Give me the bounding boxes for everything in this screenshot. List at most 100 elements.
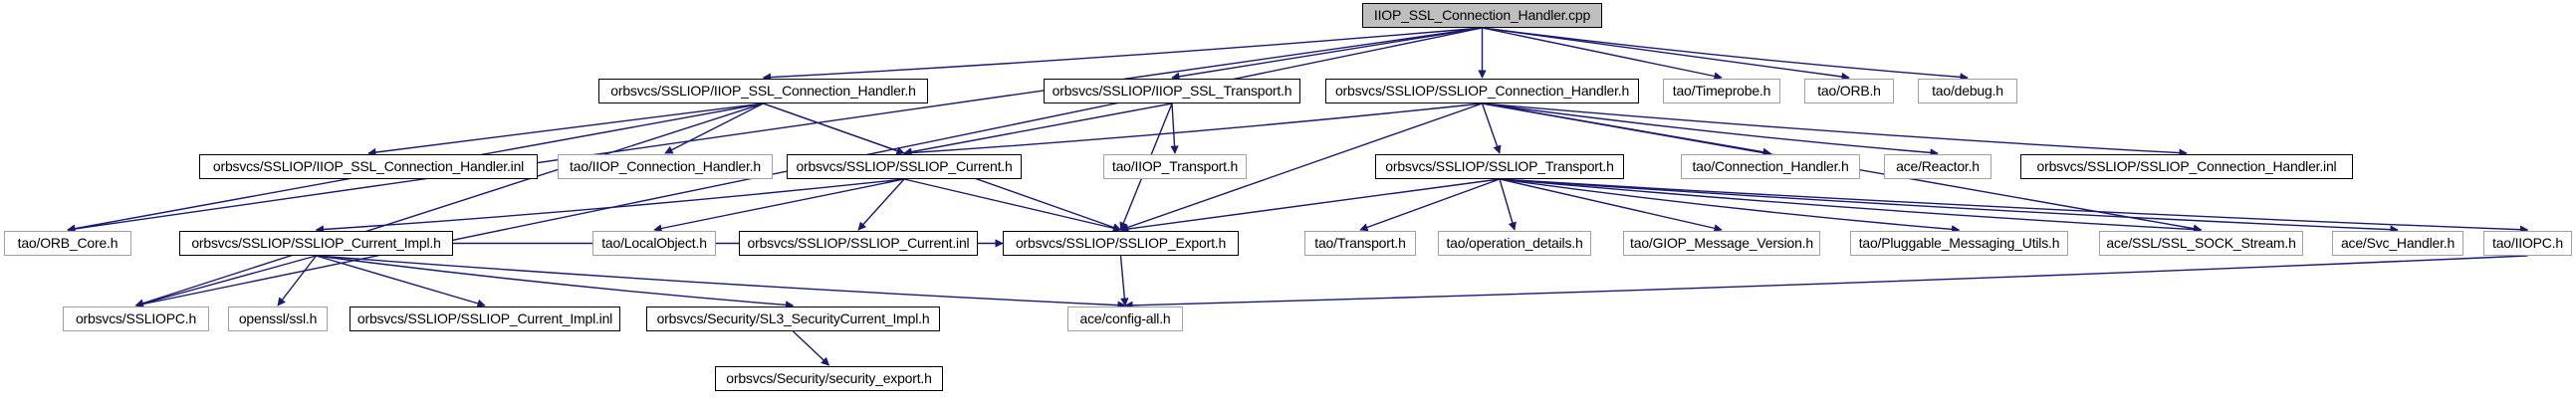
- graph-node-label: tao/LocalObject.h: [601, 235, 707, 251]
- graph-node[interactable]: tao/LocalObject.h: [592, 231, 716, 256]
- graph-node[interactable]: orbsvcs/SSLIOP/SSLIOP_Current.h: [787, 154, 1022, 179]
- graph-node[interactable]: orbsvcs/SSLIOP/SSLIOP_Current_Impl.h: [179, 231, 453, 256]
- graph-edge: [653, 178, 905, 233]
- graph-node-label: tao/operation_details.h: [1446, 235, 1583, 251]
- graph-edge: [316, 255, 795, 309]
- graph-node[interactable]: tao/Transport.h: [1304, 231, 1416, 256]
- graph-node-label: ace/config-all.h: [1079, 310, 1171, 326]
- graph-node[interactable]: orbsvcs/SSLIOP/SSLIOP_Current.inl: [739, 231, 978, 256]
- graph-edge: [1170, 102, 1179, 154]
- graph-node-label: tao/IIOP_Connection_Handler.h: [570, 158, 761, 174]
- graph-node[interactable]: tao/Pluggable_Messaging_Utils.h: [1850, 231, 2068, 256]
- graph-node[interactable]: openssl/ssl.h: [228, 307, 328, 331]
- graph-node-label: IIOP_SSL_Connection_Handler.cpp: [1373, 7, 1591, 23]
- graph-edge: [1482, 27, 1723, 81]
- graph-node[interactable]: orbsvcs/SSLIOP/IIOP_SSL_Connection_Handl…: [199, 154, 538, 179]
- graph-edge: [367, 102, 764, 157]
- graph-edge: [903, 178, 1122, 233]
- graph-node-label: orbsvcs/SSLIOP/SSLIOP_Current_Impl.inl: [356, 310, 613, 326]
- graph-edge: [762, 27, 1483, 82]
- graph-node-label: openssl/ssl.h: [238, 310, 318, 326]
- graph-edge: [277, 255, 318, 307]
- graph-node-label: orbsvcs/SSLIOP/SSLIOP_Export.h: [1015, 235, 1227, 251]
- graph-edge: [1482, 102, 2188, 157]
- graph-node-label: orbsvcs/SSLIOP/IIOP_SSL_Connection_Handl…: [610, 83, 916, 99]
- graph-edge: [1482, 102, 1939, 157]
- graph-edge: [67, 27, 1483, 234]
- graph-node-label: orbsvcs/SSLIOP/SSLIOP_Connection_Handler…: [1334, 83, 1630, 99]
- graph-edge: [1499, 178, 2529, 234]
- graph-edge: [1499, 178, 1961, 234]
- graph-edge: [1359, 178, 1501, 232]
- graph-edge: [903, 102, 1173, 156]
- graph-node[interactable]: orbsvcs/SSLIOPC.h: [63, 307, 209, 331]
- graph-node[interactable]: tao/ORB.h: [1804, 79, 1894, 103]
- graph-edge: [316, 255, 1126, 309]
- graph-edge: [1499, 178, 2203, 234]
- graph-edge: [315, 178, 905, 234]
- graph-edge: [1499, 178, 2399, 234]
- graph-node-label: ace/SSL/SSL_SOCK_Stream.h: [2106, 235, 2296, 251]
- graph-node-label: tao/Connection_Handler.h: [1692, 158, 1849, 174]
- graph-node-label: orbsvcs/SSLIOP/SSLIOP_Connection_Handler…: [2036, 158, 2337, 174]
- graph-node[interactable]: tao/Timeprobe.h: [1663, 79, 1780, 103]
- graph-edge: [1119, 178, 1501, 234]
- graph-node-label: tao/debug.h: [1932, 83, 2003, 99]
- graph-node[interactable]: orbsvcs/SSLIOP/SSLIOP_Transport.h: [1375, 154, 1624, 179]
- graph-node-label: tao/IIOPC.h: [2492, 235, 2563, 251]
- graph-node-label: tao/Pluggable_Messaging_Utils.h: [1858, 235, 2060, 251]
- graph-node[interactable]: tao/ORB_Core.h: [4, 231, 131, 256]
- graph-node[interactable]: tao/debug.h: [1918, 79, 2017, 103]
- graph-edge: [134, 102, 764, 307]
- graph-node[interactable]: orbsvcs/SSLIOP/IIOP_SSL_Transport.h: [1044, 79, 1300, 103]
- graph-edge: [1482, 27, 1969, 82]
- graph-node-label: orbsvcs/SSLIOP/SSLIOP_Transport.h: [1385, 158, 1614, 174]
- graph-node-label: orbsvcs/Security/SL3_SecurityCurrent_Imp…: [656, 310, 930, 326]
- graph-node-label: ace/Reactor.h: [1896, 158, 1980, 174]
- graph-node[interactable]: orbsvcs/Security/SL3_SecurityCurrent_Imp…: [646, 307, 940, 331]
- graph-node[interactable]: ace/Svc_Handler.h: [2332, 231, 2463, 256]
- graph-edge: [1499, 178, 1517, 231]
- graph-edge: [1481, 102, 1502, 154]
- graph-node[interactable]: tao/IIOP_Transport.h: [1103, 154, 1247, 179]
- graph-node-label: tao/GIOP_Message_Version.h: [1630, 235, 1813, 251]
- graph-node-label: ace/Svc_Handler.h: [2340, 235, 2456, 251]
- graph-node[interactable]: tao/Connection_Handler.h: [1681, 154, 1860, 179]
- graph-node-label: tao/ORB_Core.h: [17, 235, 118, 251]
- graph-node-label: orbsvcs/Security/security_export.h: [726, 370, 932, 386]
- graph-node[interactable]: orbsvcs/SSLIOP/IIOP_SSL_Connection_Handl…: [598, 79, 928, 103]
- graph-node-label: tao/Timeprobe.h: [1672, 83, 1771, 99]
- graph-edge: [763, 102, 905, 155]
- graph-edge: [1119, 255, 1129, 307]
- graph-node[interactable]: ace/SSL/SSL_SOCK_Stream.h: [2099, 231, 2303, 256]
- graph-node[interactable]: orbsvcs/Security/security_export.h: [715, 366, 943, 391]
- graph-edge: [857, 178, 905, 231]
- graph-edge: [1171, 27, 1483, 81]
- graph-edge: [1482, 27, 1850, 82]
- graph-edge: [1124, 255, 2528, 309]
- graph-node[interactable]: orbsvcs/SSLIOP/SSLIOP_Export.h: [1003, 231, 1239, 256]
- graph-edge: [1499, 178, 1723, 233]
- graph-node-label: orbsvcs/SSLIOP/SSLIOP_Current.inl: [747, 235, 970, 251]
- graph-node[interactable]: orbsvcs/SSLIOP/SSLIOP_Connection_Handler…: [2020, 154, 2353, 179]
- graph-node-label: tao/IIOP_Transport.h: [1111, 158, 1239, 174]
- graph-node[interactable]: tao/GIOP_Message_Version.h: [1623, 231, 1820, 256]
- graph-node-label: tao/ORB.h: [1817, 83, 1881, 99]
- graph-node[interactable]: ace/config-all.h: [1067, 307, 1183, 331]
- graph-node-label: orbsvcs/SSLIOP/IIOP_SSL_Transport.h: [1052, 83, 1292, 99]
- graph-edge: [903, 102, 1483, 157]
- graph-node[interactable]: IIOP_SSL_Connection_Handler.cpp: [1362, 3, 1602, 28]
- graph-node[interactable]: tao/operation_details.h: [1438, 231, 1591, 256]
- graph-node[interactable]: tao/IIOPC.h: [2483, 231, 2572, 256]
- graph-node[interactable]: orbsvcs/SSLIOP/SSLIOP_Connection_Handler…: [1325, 79, 1639, 103]
- graph-edge: [664, 102, 764, 154]
- graph-node-label: orbsvcs/SSLIOPC.h: [75, 310, 197, 326]
- graph-node[interactable]: orbsvcs/SSLIOP/SSLIOP_Current_Impl.inl: [350, 307, 620, 331]
- graph-node[interactable]: tao/IIOP_Connection_Handler.h: [558, 154, 773, 179]
- graph-edge: [793, 330, 830, 366]
- graph-node[interactable]: ace/Reactor.h: [1884, 154, 1991, 179]
- graph-node-label: tao/Transport.h: [1314, 235, 1406, 251]
- graph-node-label: orbsvcs/SSLIOP/SSLIOP_Current_Impl.h: [191, 235, 441, 251]
